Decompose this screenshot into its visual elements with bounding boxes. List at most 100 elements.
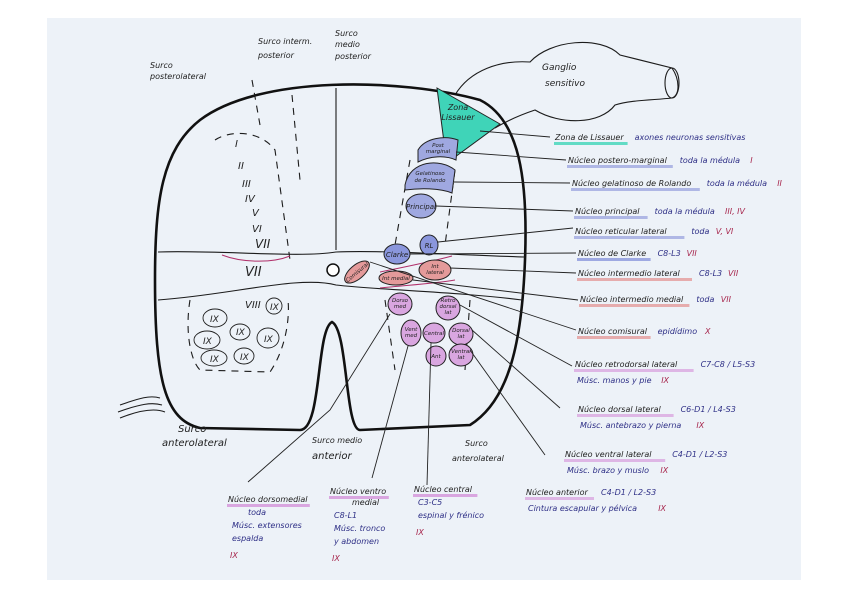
lamina-label: IX: [210, 355, 220, 365]
nucleus-detail: C3-C5: [418, 498, 442, 507]
nucleus-ventral-lateral: [448, 343, 474, 367]
nucleus-lamina: VII: [728, 269, 739, 278]
nucleus-detail: toda: [248, 508, 266, 517]
nucleus-description: epidídimo: [658, 327, 698, 336]
highlight-underline: [577, 336, 651, 339]
nucleus-lamina: I: [750, 156, 753, 165]
nucleus-ventromedial: [400, 319, 422, 347]
horn-right-lines: [384, 159, 471, 371]
nucleus-muscles: Músc. antebrazo y pierna: [580, 421, 681, 430]
nucleus-description: toda: [696, 295, 714, 304]
lamina-label: I: [235, 139, 238, 150]
nucleus-annotation: Núcleo intermedio medial toda VII: [579, 295, 732, 307]
ventral-horn-left: [187, 299, 289, 373]
lamina-label: IX: [236, 328, 246, 338]
nucleus-name: Núcleo retrodorsal lateral: [575, 360, 678, 369]
highlight-underline: [579, 304, 690, 307]
highlight-underline: [574, 236, 685, 239]
nucleus-annotation: Núcleo ventral lateral C4-D1 / L2-S3Músc.…: [564, 450, 727, 475]
nucleus-description: toda la médula: [655, 206, 715, 216]
nucleus-detail: espalda: [232, 534, 263, 543]
nucleus-muscles: Músc. brazo y muslo: [567, 466, 649, 475]
nucleus-int-lateral: [418, 259, 452, 281]
nucleus-retrodorsal-lateral: [435, 295, 461, 321]
highlight-underline: [577, 414, 674, 417]
svg-text:Principal: Principal: [406, 203, 436, 211]
lamina-label: IX: [264, 335, 274, 345]
nucleus-description: toda la médula: [707, 178, 767, 188]
nucleus-description: axones neuronas sensitivas: [635, 133, 746, 142]
nucleus-annotation: Núcleo gelatinoso de Rolando toda la médu…: [571, 178, 783, 191]
posterolateral-line: [291, 94, 301, 181]
nucleus-annotation: Zona de Lissauer axones neuronas sensitiv…: [554, 133, 745, 145]
nucleus-lamina: II: [777, 179, 782, 188]
svg-text:Central: Central: [424, 331, 444, 337]
nucleus-name: Núcleo anterior: [526, 488, 588, 497]
nucleus-description: C8-L3: [699, 269, 722, 278]
root-cut: [664, 67, 680, 99]
nucleus-detail: C8-L1: [334, 511, 357, 520]
lamina-label: IV: [245, 194, 256, 205]
nucleus-name: Núcleo intermedio medial: [580, 295, 684, 304]
nucleus-name: Núcleo dorsal lateral: [578, 405, 662, 414]
nucleus-post-marginal: [417, 137, 459, 163]
lamina-label: IX: [240, 353, 250, 363]
nucleus-name: Núcleo de Clarke: [578, 249, 646, 258]
nucleus-detail: Músc. tronco: [334, 524, 385, 533]
nucleus-description: C8-L3: [658, 249, 681, 258]
svg-text:RL: RL: [425, 242, 434, 250]
nucleus-lamina: IX: [660, 466, 668, 475]
lamina-vii-lines: [221, 254, 456, 289]
nucleus-name: Núcleo dorsomedial: [228, 495, 308, 504]
highlight-underline: [574, 369, 694, 372]
nucleus-lamina: V, VI: [716, 227, 734, 236]
nucleus-annotation: Núcleo intermedio lateral C8-L3 VII: [577, 269, 739, 281]
nucleus-lamina: IX: [230, 551, 238, 560]
nucleus-comisural: [344, 260, 370, 284]
highlight-underline: [525, 497, 594, 500]
lamina-label: III: [242, 179, 251, 190]
lamina-label: VIII: [245, 300, 261, 311]
nucleus-muscles: Cintura escapular y pélvica: [528, 503, 637, 513]
nucleus-name: Núcleo gelatinoso de Rolando: [572, 179, 691, 188]
nucleus-detail: y abdomen: [333, 537, 379, 546]
lamina-label: IX: [203, 337, 213, 347]
nucleus-lamina: IX: [661, 376, 669, 385]
nucleus-name: Núcleo postero-marginal: [568, 156, 668, 165]
lamina-label: V: [252, 208, 260, 219]
lamina-label: IX: [270, 303, 280, 313]
nucleus-lamina: VII: [721, 295, 732, 304]
nucleus-name: Zona de Lissauer: [554, 133, 624, 142]
svg-text:Int medial: Int medial: [382, 276, 410, 282]
nucleus-central: [422, 322, 446, 344]
nucleus-name: Núcleo ventral lateral: [565, 450, 652, 459]
highlight-underline: [567, 165, 673, 168]
lamina-ix-circles: [193, 297, 283, 367]
nucleus-description: toda: [691, 227, 709, 236]
nucleus-description: C4-D1 / L2-S3: [672, 450, 727, 459]
nucleus-dorsomedial: [387, 292, 413, 316]
nucleus-name: Núcleo intermedio lateral: [578, 269, 681, 278]
nucleus-lamina: IX: [332, 554, 340, 563]
nucleus-description: toda la médula: [680, 155, 740, 165]
nucleus-name: Núcleo reticular lateral: [575, 227, 667, 236]
nucleus-lamina: IX: [658, 504, 666, 513]
lamina-label: IX: [210, 315, 220, 325]
